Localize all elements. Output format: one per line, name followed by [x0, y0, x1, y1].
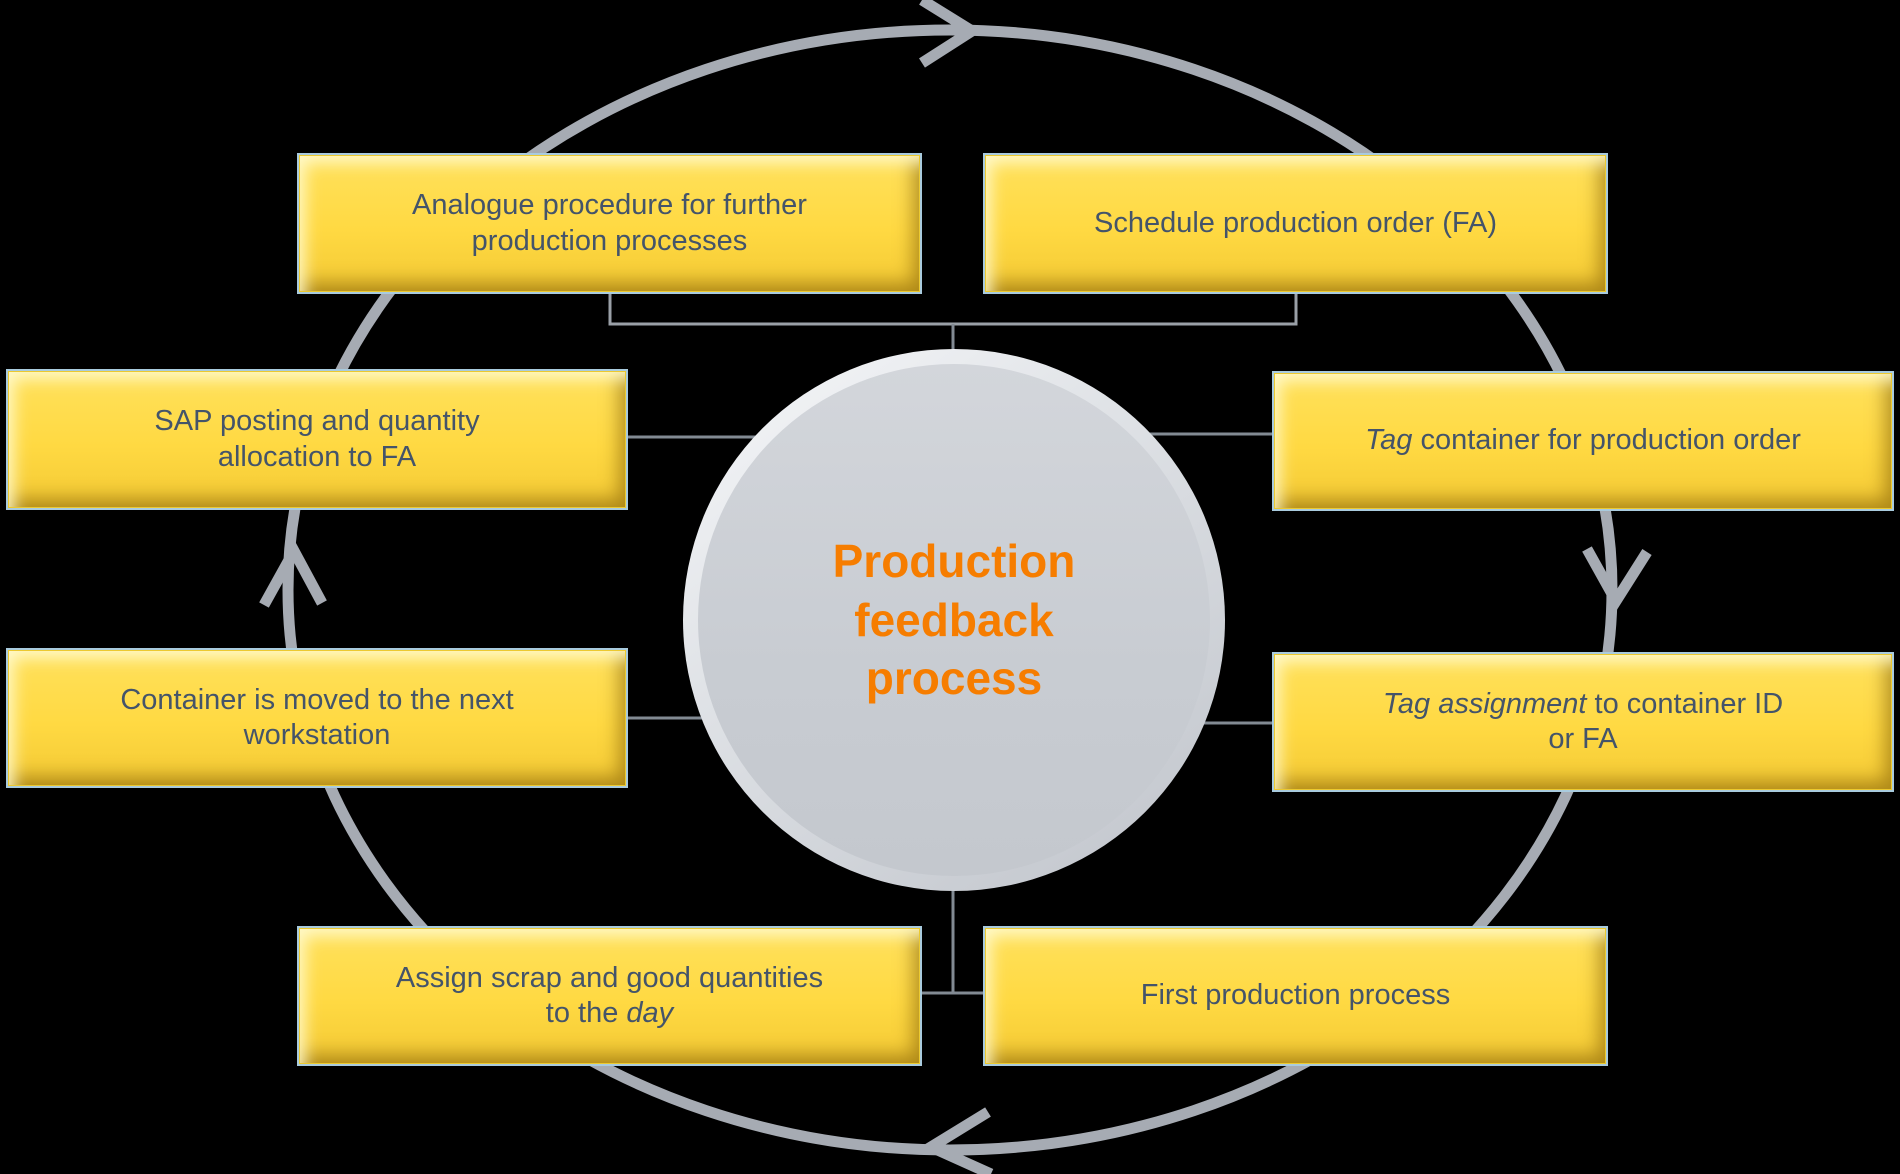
connector-top-bracket — [608, 294, 1298, 326]
arrow-down-icon — [1582, 546, 1652, 612]
step-box-schedule-production-order: Schedule production order (FA) — [983, 153, 1608, 294]
arrow-left-icon — [919, 1107, 994, 1174]
arrow-up-icon — [259, 539, 327, 608]
diagram-title-line-1: Production — [832, 534, 1076, 587]
diagram-title-line-2: feedback — [854, 593, 1054, 646]
center-hub-circle: Production feedback process — [683, 349, 1225, 891]
diagram-title-line-3: process — [865, 652, 1043, 705]
step-box-tag-container: Tag container for production order — [1272, 371, 1894, 511]
step-box-first-production-process: First production process — [983, 926, 1608, 1066]
diagram-title: Production feedback process — [833, 532, 1076, 709]
arrow-right-icon — [919, 0, 983, 68]
